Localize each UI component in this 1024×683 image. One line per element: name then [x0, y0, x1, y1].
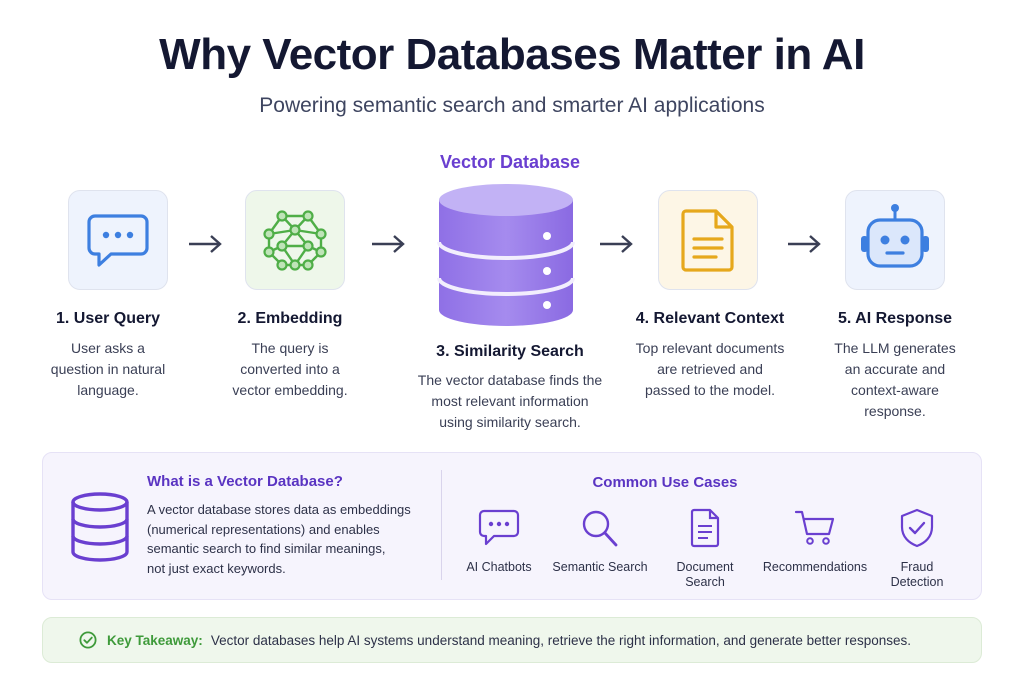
use-cases-title: Common Use Cases: [592, 474, 738, 491]
step-title-ai-response: 5. AI Response: [837, 310, 953, 327]
magnifier-icon: [582, 510, 618, 547]
desc-line: User asks a: [71, 340, 145, 356]
desc-line: The query is: [251, 340, 329, 356]
what-is-line: (numerical representations) and enables: [147, 521, 380, 537]
use-case-semantic-search: Semantic Search: [545, 508, 655, 575]
desc-line: context-aware: [851, 382, 939, 398]
step-title-similarity-search: 3. Similarity Search: [436, 343, 584, 360]
step-desc-ai-response: The LLM generates an accurate and contex…: [810, 338, 980, 422]
desc-line: The LLM generates: [834, 340, 956, 356]
use-case-label-line: Detection: [890, 575, 944, 589]
document-icon: [690, 508, 720, 548]
desc-line: Top relevant documents: [635, 340, 785, 356]
info-panel: [42, 452, 982, 600]
user-query-icon-box: [68, 190, 168, 290]
use-case-recommendations: Recommendations: [760, 508, 870, 575]
desc-line: response.: [864, 403, 926, 419]
database-cylinder-icon: [437, 184, 575, 326]
arrow-right-icon: [600, 235, 633, 253]
what-is-line: not just exact keywords.: [147, 560, 286, 576]
use-case-label: Fraud Detection: [862, 560, 972, 590]
step-title-relevant-context: 4. Relevant Context: [635, 310, 785, 327]
key-takeaway-banner: Key Takeaway: Vector databases help AI s…: [42, 617, 982, 663]
use-case-label: Semantic Search: [552, 560, 648, 574]
step-desc-user-query: User asks a question in natural language…: [28, 338, 188, 401]
relevant-context-icon-box: [658, 190, 758, 290]
step-desc-similarity-search: The vector database finds the most relev…: [380, 370, 640, 433]
robot-icon: [861, 204, 929, 268]
arrow-right-icon: [189, 235, 222, 253]
step-title-embedding: 2. Embedding: [237, 310, 343, 327]
step-desc-relevant-context: Top relevant documents are retrieved and…: [610, 338, 810, 401]
use-case-fraud-detection: Fraud Detection: [862, 508, 972, 590]
use-case-label-line: Document: [676, 560, 734, 574]
key-takeaway-label: Key Takeaway:: [107, 632, 203, 648]
use-case-label: AI Chatbots: [466, 560, 532, 574]
desc-line: passed to the model.: [645, 382, 775, 398]
desc-line: question in natural: [50, 361, 166, 377]
use-case-label-line: Search: [685, 575, 725, 589]
desc-line: using similarity search.: [439, 414, 581, 430]
use-case-label: Recommendations: [762, 560, 868, 574]
what-is-line: A vector database stores data as embeddi…: [147, 502, 411, 517]
step-desc-embedding: The query is converted into a vector emb…: [205, 338, 375, 401]
panel-divider: [441, 470, 442, 580]
page-title: Why Vector Databases Matter in AI: [159, 30, 865, 79]
database-icon: [71, 492, 129, 562]
page-subtitle: Powering semantic search and smarter AI …: [259, 94, 765, 117]
what-is-line: semantic search to find similar meanings…: [147, 541, 386, 556]
chat-bubble-icon: [478, 509, 520, 546]
arrow-right-icon: [372, 235, 405, 253]
shield-check-icon: [900, 508, 934, 548]
chat-bubble-icon: [87, 214, 149, 267]
desc-line: vector embedding.: [232, 382, 348, 398]
key-takeaway-text: Vector databases help AI systems underst…: [210, 632, 911, 648]
network-graph-icon: [263, 210, 327, 271]
desc-line: converted into a: [240, 361, 340, 377]
what-is-title: What is a Vector Database?: [147, 473, 343, 490]
what-is-text: A vector database stores data as embeddi…: [147, 500, 437, 578]
document-icon: [681, 209, 734, 272]
desc-line: an accurate and: [844, 361, 946, 377]
use-case-document-search: Document Search: [650, 508, 760, 590]
check-circle-icon: [79, 631, 97, 649]
use-case-label-line: Fraud: [900, 560, 934, 574]
vector-database-label: Vector Database: [439, 152, 581, 172]
desc-line: are retrieved and: [657, 361, 763, 377]
desc-line: language.: [77, 382, 139, 398]
arrow-right-icon: [788, 235, 821, 253]
use-case-label: Document Search: [650, 560, 760, 590]
step-title-user-query: 1. User Query: [55, 310, 161, 327]
embedding-icon-box: [245, 190, 345, 290]
desc-line: The vector database finds the: [417, 372, 603, 388]
desc-line: most relevant information: [431, 393, 589, 409]
use-case-ai-chatbots: AI Chatbots: [444, 508, 554, 575]
shopping-cart-icon: [794, 510, 835, 545]
ai-response-icon-box: [845, 190, 945, 290]
